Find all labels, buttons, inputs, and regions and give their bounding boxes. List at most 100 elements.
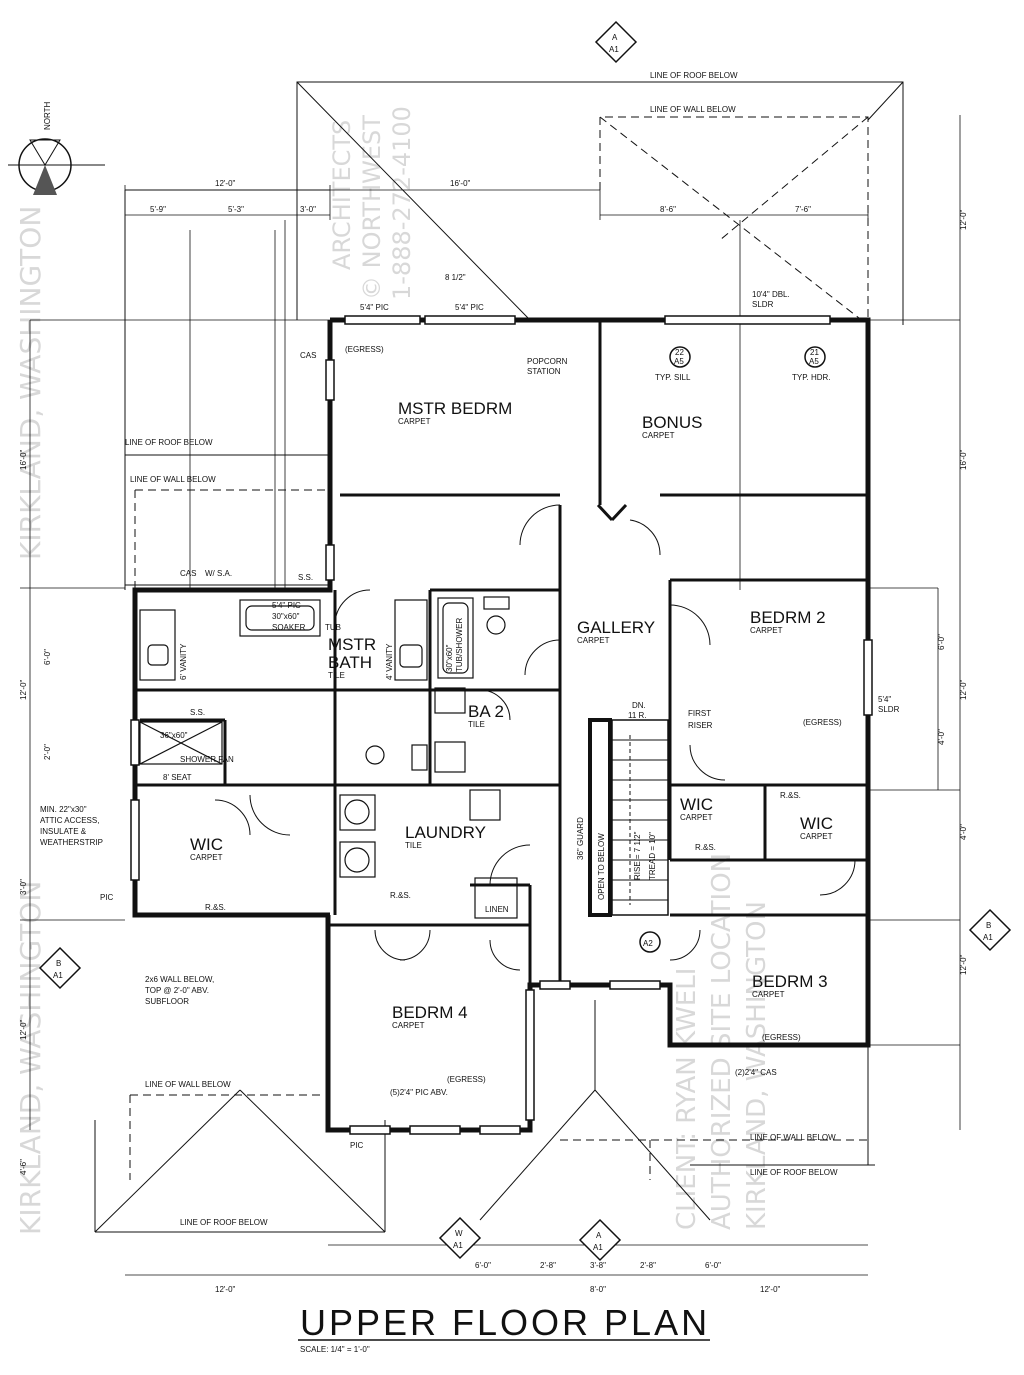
note-first-riser-2: RISER (688, 721, 713, 730)
note-sldr-top: 10'4" DBL. (752, 290, 790, 299)
note-tub: TUB (325, 623, 341, 632)
section-a-top-sheet: A1 (609, 45, 619, 54)
dimension-labels: 12'-0" 16'-0" 5'-9" 5'-3" 3'-0" 8'-6" 7'… (19, 179, 968, 1294)
note-rs-wic: R.&S. (695, 843, 716, 852)
note-cas-br: (2)2'4" CAS (735, 1068, 777, 1077)
dim-left-5: 2'-0" (43, 744, 52, 760)
dim-bottom-7: 12'-0" (760, 1285, 781, 1294)
dim-right-1: 16'-0" (959, 449, 968, 470)
note-dn-2: 11 R. (628, 711, 647, 720)
note-line-roof-left: LINE OF ROOF BELOW (125, 438, 213, 447)
dim-right-4: 4'-0" (959, 824, 968, 840)
room-mstr-bedrm-floor: CARPET (398, 417, 431, 426)
note-vanity-left: 6' VANITY (179, 643, 188, 680)
watermarks: KIRKLAND, WASHINGTON KIRKLAND, WASHINGTO… (14, 106, 772, 1235)
note-line-wall-br: LINE OF WALL BELOW (750, 1133, 836, 1142)
note-attic-4: WEATHERSTRIP (40, 838, 103, 847)
section-w-bottom-sheet: A1 (453, 1241, 463, 1250)
room-mstr-bath-1: MSTR (328, 635, 376, 654)
room-bedrm2: BEDRM 2 (750, 608, 826, 627)
section-b-right-sheet: A1 (983, 933, 993, 942)
watermark-kirkland-left-bottom: KIRKLAND, WASHINGTON (14, 881, 47, 1235)
note-line-roof-br: LINE OF ROOF BELOW (750, 1168, 838, 1177)
note-dn: DN. (632, 701, 646, 710)
dim-top-0: 12'-0" (215, 179, 236, 188)
section-b-left-sheet: A1 (53, 971, 63, 980)
note-popcorn: POPCORN (527, 357, 568, 366)
note-sldr-right: 5'4" (878, 695, 891, 704)
watermark-architects: ARCHITECTS (328, 120, 356, 270)
room-linen: LINEN (485, 905, 509, 914)
dim-bottom-6: 8'-0" (590, 1285, 606, 1294)
room-mstr-bath-2: BATH (328, 653, 372, 672)
note-ss-top: S.S. (298, 573, 313, 582)
room-ba2: BA 2 (468, 702, 504, 721)
section-a-bottom-sheet: A1 (593, 1243, 603, 1252)
plan-scale: SCALE: 1/4" = 1'-0" (300, 1345, 370, 1354)
room-wic-right: WIC (800, 814, 833, 833)
dim-bottom-4: 2'-8" (640, 1261, 656, 1270)
section-b-right-label: B (986, 921, 991, 930)
dimension-lines (20, 115, 961, 1276)
note-showr-ba2: 30"x60" (445, 644, 454, 672)
note-rs-wic-right: R.&S. (780, 791, 801, 800)
stair-marker-label: A2 (643, 939, 653, 948)
note-typ-sill: TYP. SILL (655, 373, 691, 382)
room-wic-left: WIC (190, 835, 223, 854)
note-8half: 8 1/2" (445, 273, 466, 282)
note-line-wall-top: LINE OF WALL BELOW (650, 105, 736, 114)
note-attic-3: INSULATE & (40, 827, 87, 836)
room-labels: MSTR BEDRM CARPET BONUS CARPET MSTR BATH… (190, 399, 833, 1030)
note-soaker-3: SOAKER (272, 623, 306, 632)
note-ws: W/ S.A. (205, 569, 232, 578)
dim-right-6: 4'-0" (937, 729, 946, 745)
dim-top-3: 5'-3" (228, 205, 244, 214)
room-gallery: GALLERY (577, 618, 655, 637)
roof-lines (94, 81, 904, 1233)
note-station: STATION (527, 367, 561, 376)
watermark-northwest: © NORTHWEST (358, 115, 386, 300)
room-bedrm3: BEDRM 3 (752, 972, 828, 991)
dim-bottom-2: 2'-8" (540, 1261, 556, 1270)
note-shower-fan: SHOWER FAN (180, 755, 234, 764)
north-arrow: NORTH (8, 101, 105, 195)
detail-21-sheet: A5 (809, 357, 819, 366)
room-mstr-bath-floor: TILE (328, 671, 345, 680)
watermark-phone: 1-888-272-4100 (388, 106, 416, 300)
section-marker-labels: A A1 B A1 B A1 A A1 W A1 22 A5 21 A5 A2 (53, 33, 993, 1252)
note-ne-pic: 5'4" PIC (455, 303, 484, 312)
watermark-authorized: AUTHORIZED SITE LOCATION (707, 853, 737, 1230)
stair (588, 718, 669, 917)
section-markers (38, 20, 1012, 1262)
windows (130, 315, 873, 1135)
wall-lines-below (129, 116, 870, 1180)
room-wic-right-floor: CARPET (800, 832, 833, 841)
note-2x6-wall-1: 2x6 WALL BELOW, (145, 975, 214, 984)
note-rs-laundry: R.&S. (390, 891, 411, 900)
dim-left-3: 4'-6" (19, 1159, 28, 1175)
note-sldr-right-2: SLDR (878, 705, 900, 714)
room-bedrm4-floor: CARPET (392, 1021, 425, 1030)
room-bedrm2-floor: CARPET (750, 626, 783, 635)
note-line-roof-bottom: LINE OF ROOF BELOW (180, 1218, 268, 1227)
dim-top-1: 16'-0" (450, 179, 471, 188)
note-showr-ba2-b: TUB/SHOWER (455, 618, 464, 672)
note-soaker-2: 30"x60" (272, 612, 300, 621)
room-wic-left-floor: CARPET (190, 853, 223, 862)
detail-22-sheet: A5 (674, 357, 684, 366)
note-soaker-1: 5'4" PIC (272, 601, 301, 610)
dim-bottom-3: 3'-8" (590, 1261, 606, 1270)
note-shower: 36"x60" (160, 731, 188, 740)
interior-walls (135, 320, 868, 985)
dim-left-6: 3'-0" (19, 879, 28, 895)
dim-left-4: 6'-0" (43, 649, 52, 665)
note-pic-bottom: PIC (350, 1141, 364, 1150)
watermark-client: CLIENT: RYAN KWELI (672, 968, 702, 1230)
note-pic-abv: (5)2'4" PIC ABV. (390, 1088, 448, 1097)
note-egress-bedrm3: (EGRESS) (762, 1033, 801, 1042)
detail-21-label: 21 (810, 348, 819, 357)
room-laundry-floor: TILE (405, 841, 422, 850)
section-a-bottom-label: A (596, 1231, 602, 1240)
note-2x6-wall-2: TOP @ 2'-0" ABV. (145, 986, 209, 995)
note-line-wall-left: LINE OF WALL BELOW (130, 475, 216, 484)
